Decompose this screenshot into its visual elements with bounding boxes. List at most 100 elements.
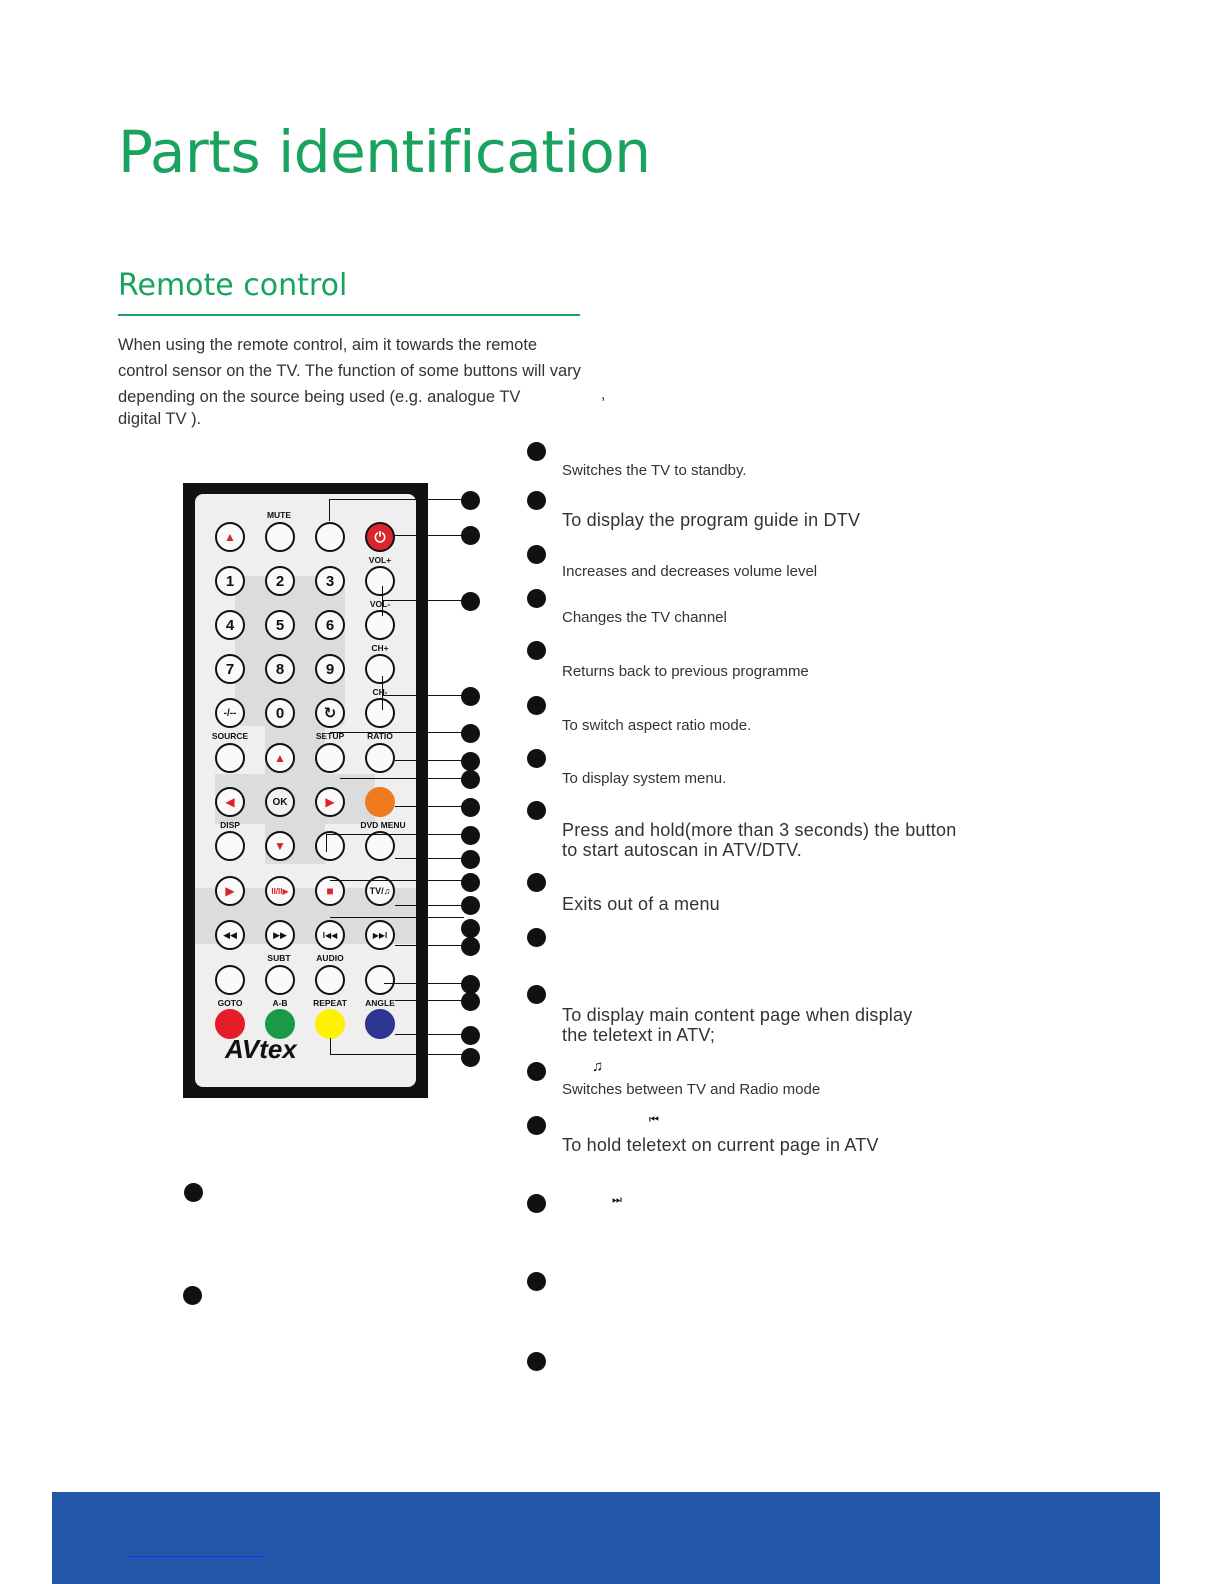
description-11-line2: the teletext in ATV; xyxy=(562,1025,716,1045)
dvd-menu-button[interactable] xyxy=(365,831,395,861)
label-angle: ANGLE xyxy=(365,998,395,1008)
tv-radio-button[interactable]: TV/♫ xyxy=(365,876,395,906)
description-3: Increases and decreases volume level xyxy=(562,563,818,580)
leader-line xyxy=(382,586,383,616)
digit-8-button[interactable]: 8 xyxy=(265,654,295,684)
power-button[interactable]: ⏻ xyxy=(365,522,395,552)
leader-line xyxy=(395,806,464,807)
recall-button[interactable]: ↻ xyxy=(315,698,345,728)
remote-callout-2 xyxy=(461,526,480,545)
leader-line xyxy=(382,695,464,696)
label-ch-plus: CH+ xyxy=(371,643,389,653)
callout-bullet-7 xyxy=(527,749,546,768)
stop-button[interactable]: ■ xyxy=(315,876,345,906)
brand-logo: AVtex xyxy=(225,1034,297,1064)
callout-bullet-14 xyxy=(527,1194,546,1213)
label-dvd-menu: DVD MENU xyxy=(360,820,406,830)
leader-line xyxy=(329,499,464,500)
fast-forward-button[interactable]: ▶▶ xyxy=(265,920,295,950)
section-title: Remote control xyxy=(118,268,348,303)
leader-line xyxy=(330,1038,331,1054)
label-repeat: REPEAT xyxy=(313,998,347,1008)
remote-callout-14 xyxy=(461,937,480,956)
ok-button[interactable]: OK xyxy=(265,787,295,817)
digit-5-button[interactable]: 5 xyxy=(265,610,295,640)
digit-9-button[interactable]: 9 xyxy=(315,654,345,684)
callout-bullet-left-1 xyxy=(184,1183,203,1202)
leader-line xyxy=(330,732,464,733)
digit-6-button[interactable]: 6 xyxy=(315,610,345,640)
epg-button[interactable] xyxy=(315,522,345,552)
label-ratio: RATIO xyxy=(367,731,393,741)
blue-button[interactable] xyxy=(365,1009,395,1039)
leader-line xyxy=(395,1034,464,1035)
music-note-icon: ♫ xyxy=(592,1058,604,1075)
source-button[interactable] xyxy=(215,743,245,773)
label-setup: SETUP xyxy=(315,731,345,741)
callout-bullet-6 xyxy=(527,696,546,715)
next-button[interactable]: ▶▶I xyxy=(365,920,395,950)
volume-up-button[interactable] xyxy=(365,566,395,596)
label-vol-minus: VOL- xyxy=(369,599,391,609)
right-arrow-button[interactable]: ▶ xyxy=(315,787,345,817)
goto-button[interactable] xyxy=(215,965,245,995)
exit-button[interactable] xyxy=(365,787,395,817)
label-mute: MUTE xyxy=(266,510,292,520)
remote-callout-12 xyxy=(461,896,480,915)
digit-4-button[interactable]: 4 xyxy=(215,610,245,640)
leader-line xyxy=(326,834,327,852)
down-arrow-button[interactable]: ▼ xyxy=(265,831,295,861)
pause-step-button[interactable]: II/II▶ xyxy=(265,876,295,906)
remote-callout-10 xyxy=(461,850,480,869)
leader-line xyxy=(329,499,330,521)
left-arrow-button[interactable]: ◀ xyxy=(215,787,245,817)
digit-3-button[interactable]: 3 xyxy=(315,566,345,596)
leader-line xyxy=(340,778,464,779)
remote-callout-8 xyxy=(461,798,480,817)
yellow-button[interactable] xyxy=(315,1009,345,1039)
audio-button[interactable] xyxy=(315,965,345,995)
callout-bullet-16 xyxy=(527,1352,546,1371)
callout-bullet-3 xyxy=(527,545,546,564)
footer-link-underline[interactable] xyxy=(126,1556,266,1557)
channel-down-button[interactable] xyxy=(365,698,395,728)
description-7: To display system menu. xyxy=(562,770,727,787)
leader-line xyxy=(395,858,464,859)
leader-line xyxy=(330,1054,464,1055)
remote-callout-17 xyxy=(461,1026,480,1045)
digit-2-button[interactable]: 2 xyxy=(265,566,295,596)
label-ab: A-B xyxy=(272,998,288,1008)
red-button[interactable] xyxy=(215,1009,245,1039)
index-button[interactable] xyxy=(315,831,345,861)
description-4: Changes the TV channel xyxy=(562,609,727,626)
label-disp: DISP xyxy=(220,820,240,830)
digit-0-button[interactable]: 0 xyxy=(265,698,295,728)
display-button[interactable] xyxy=(215,831,245,861)
remote-callout-3 xyxy=(461,592,480,611)
leader-line xyxy=(395,760,464,761)
setup-button[interactable] xyxy=(315,743,345,773)
footer-bar xyxy=(52,1492,1160,1584)
remote-callout-13 xyxy=(461,919,480,938)
mute-button[interactable] xyxy=(265,522,295,552)
remote-callout-18 xyxy=(461,1048,480,1067)
digit-1-button[interactable]: 1 xyxy=(215,566,245,596)
description-6: To switch aspect ratio mode. xyxy=(562,717,752,734)
digit-7-button[interactable]: 7 xyxy=(215,654,245,684)
green-button[interactable] xyxy=(265,1009,295,1039)
label-subt: SUBT xyxy=(267,953,291,963)
leader-line xyxy=(395,535,464,536)
leader-line xyxy=(395,1000,464,1001)
previous-button[interactable]: I◀◀ xyxy=(315,920,345,950)
angle-button[interactable] xyxy=(365,965,395,995)
callout-bullet-5 xyxy=(527,641,546,660)
channel-up-button[interactable] xyxy=(365,654,395,684)
play-button[interactable]: ▶ xyxy=(215,876,245,906)
digit-dash-button[interactable]: -/-- xyxy=(215,698,245,728)
subtitle-button[interactable] xyxy=(265,965,295,995)
volume-down-button[interactable] xyxy=(365,610,395,640)
eject-button[interactable]: ▲ xyxy=(215,522,245,552)
ratio-button[interactable] xyxy=(365,743,395,773)
rewind-button[interactable]: ◀◀ xyxy=(215,920,245,950)
up-arrow-button[interactable]: ▲ xyxy=(265,743,295,773)
